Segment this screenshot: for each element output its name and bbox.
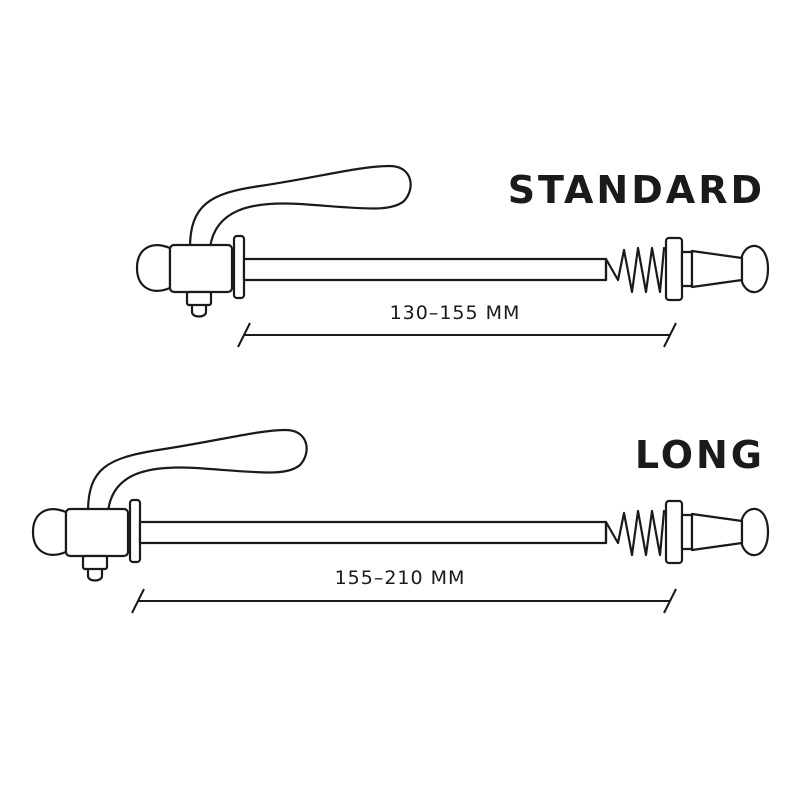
long-cam-body — [64, 507, 130, 558]
long-lever-icon — [86, 428, 308, 514]
long-title: LONG — [635, 433, 765, 477]
standard-measurement: 130–155 MM — [390, 302, 521, 324]
standard-title: STANDARD — [508, 168, 765, 212]
long-nut-icon — [81, 554, 109, 571]
standard-washer — [664, 236, 684, 302]
long-knob-icon — [31, 508, 68, 556]
standard-spring-icon — [604, 246, 666, 294]
standard-rod — [242, 257, 608, 282]
long-dimension: 155–210 MM — [131, 567, 677, 614]
standard-dimension: 130–155 MM — [237, 302, 677, 348]
standard-end-nut-icon — [690, 249, 744, 289]
long-spring-icon — [604, 509, 666, 557]
standard-nut-icon — [185, 290, 213, 307]
standard-flange — [232, 234, 246, 300]
long-measurement: 155–210 MM — [335, 567, 466, 589]
standard-cam-body — [168, 243, 234, 294]
long-flange — [128, 498, 142, 564]
long-skewer: LONG — [31, 428, 770, 582]
long-rod — [138, 520, 608, 545]
standard-skewer: STANDARD — [135, 164, 770, 318]
long-washer — [664, 499, 684, 565]
long-end-nut-icon — [690, 512, 744, 552]
standard-knob-icon — [135, 244, 172, 292]
standard-lever-icon — [188, 164, 412, 250]
